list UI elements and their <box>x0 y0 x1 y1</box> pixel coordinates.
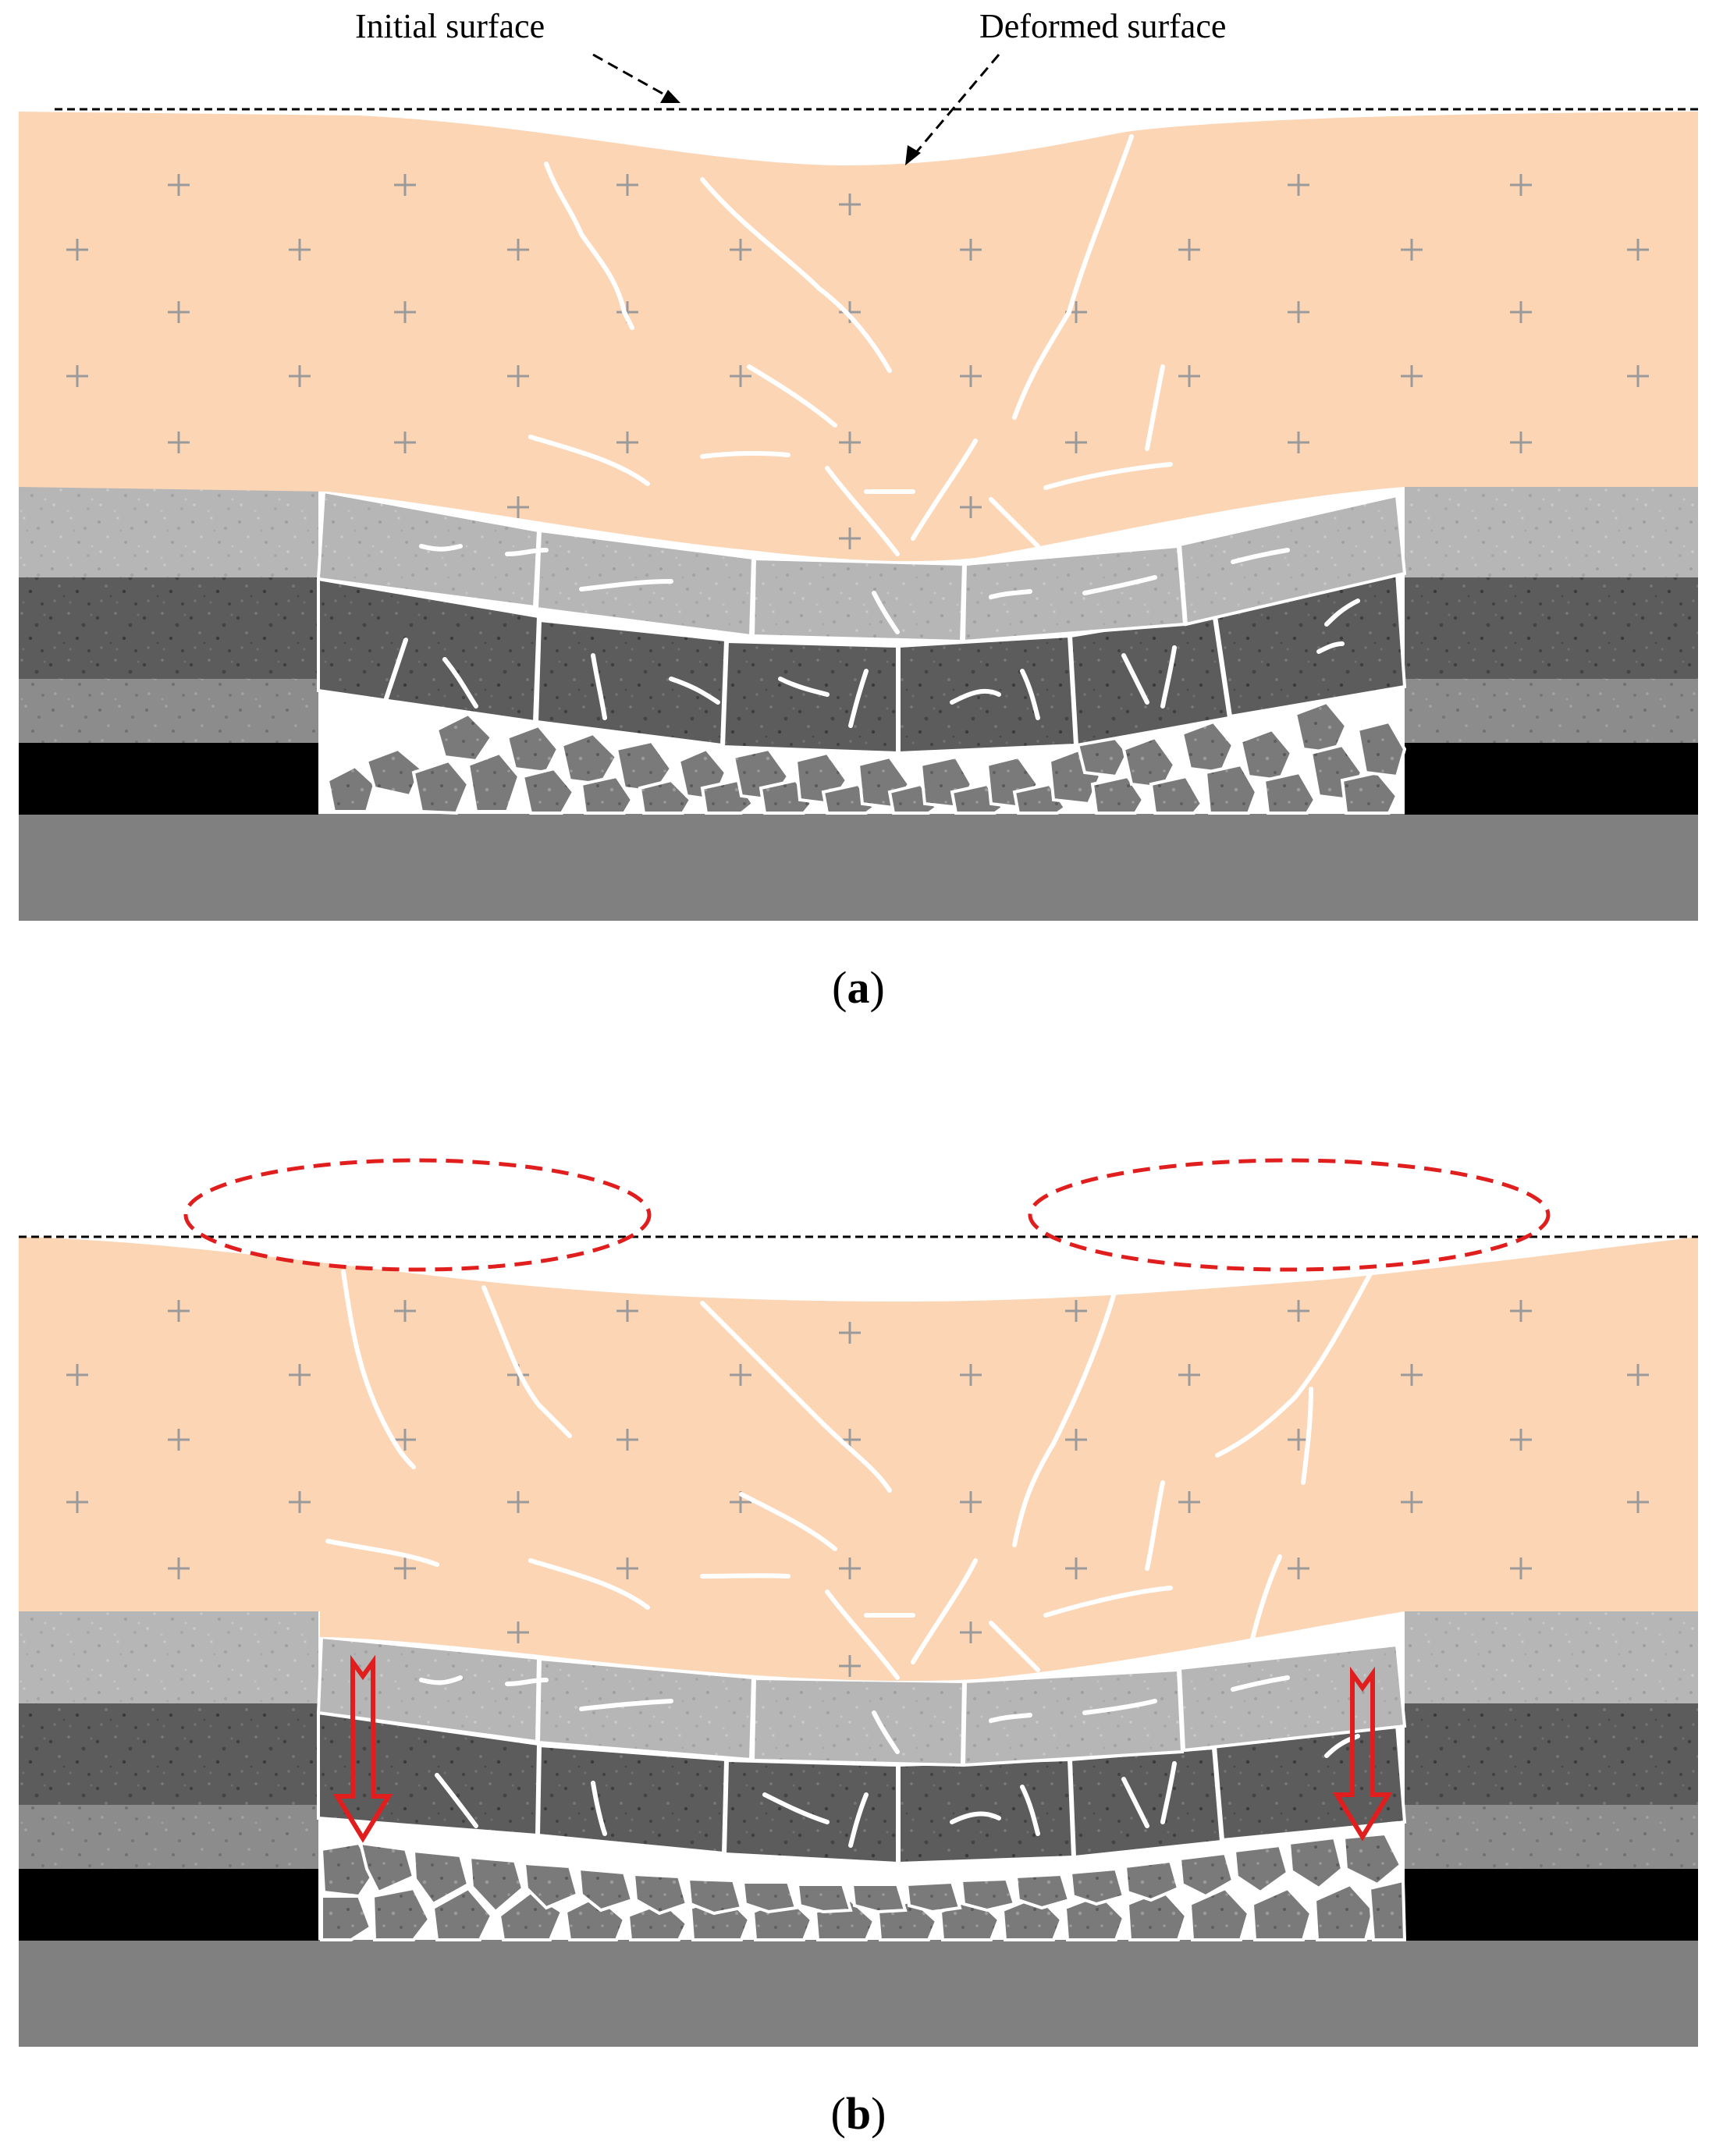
soil-cross-marks <box>66 1300 1649 1677</box>
down-arrow-icon <box>1332 1666 1393 1842</box>
panel-b: (b) <box>19 1158 1698 2139</box>
dashed-arrow-icon <box>660 90 921 165</box>
coal-seam-right <box>1405 1869 1698 1941</box>
broken-dark-layer <box>317 1710 1407 1866</box>
edge-subsidence-highlight <box>183 1158 1551 1272</box>
surface-pointer-arrows <box>592 53 1000 157</box>
stratum-dark-left <box>19 1703 318 1805</box>
overburden-soil <box>19 112 1698 562</box>
soil-cross-marks <box>66 174 1649 549</box>
coal-seam-right <box>1405 743 1698 815</box>
panel-b-label: (b) <box>831 2088 886 2139</box>
down-arrow-icon <box>332 1654 393 1843</box>
panel-a-label: (a) <box>832 962 885 1013</box>
stratum-dark-right <box>1405 1703 1698 1805</box>
stratum-mid-left <box>19 1805 318 1869</box>
fracture-cracks <box>325 1266 1376 1848</box>
initial-surface-label: Initial surface <box>355 7 545 45</box>
stratum-light-left <box>19 487 318 577</box>
floor-stratum <box>19 814 1698 921</box>
broken-dark-layer <box>317 571 1407 755</box>
stratum-light-left <box>19 1611 318 1703</box>
coal-seam-left <box>19 1869 318 1941</box>
panel-a: Initial surface Deformed surface (a) <box>19 7 1698 1013</box>
floor-stratum <box>19 1940 1698 2047</box>
stratum-mid-right <box>1405 1805 1698 1869</box>
coal-seam-left <box>19 743 318 815</box>
stratum-light-right <box>1405 487 1698 577</box>
deformed-surface-label: Deformed surface <box>979 7 1226 45</box>
stratum-mid-left <box>19 679 318 743</box>
stratum-dark-left <box>19 577 318 679</box>
compacted-rubble <box>318 1831 1407 1941</box>
stratum-mid-right <box>1405 679 1698 743</box>
stratum-light-right <box>1405 1611 1698 1703</box>
fracture-cracks <box>380 134 1360 728</box>
stratum-dark-right <box>1405 577 1698 679</box>
